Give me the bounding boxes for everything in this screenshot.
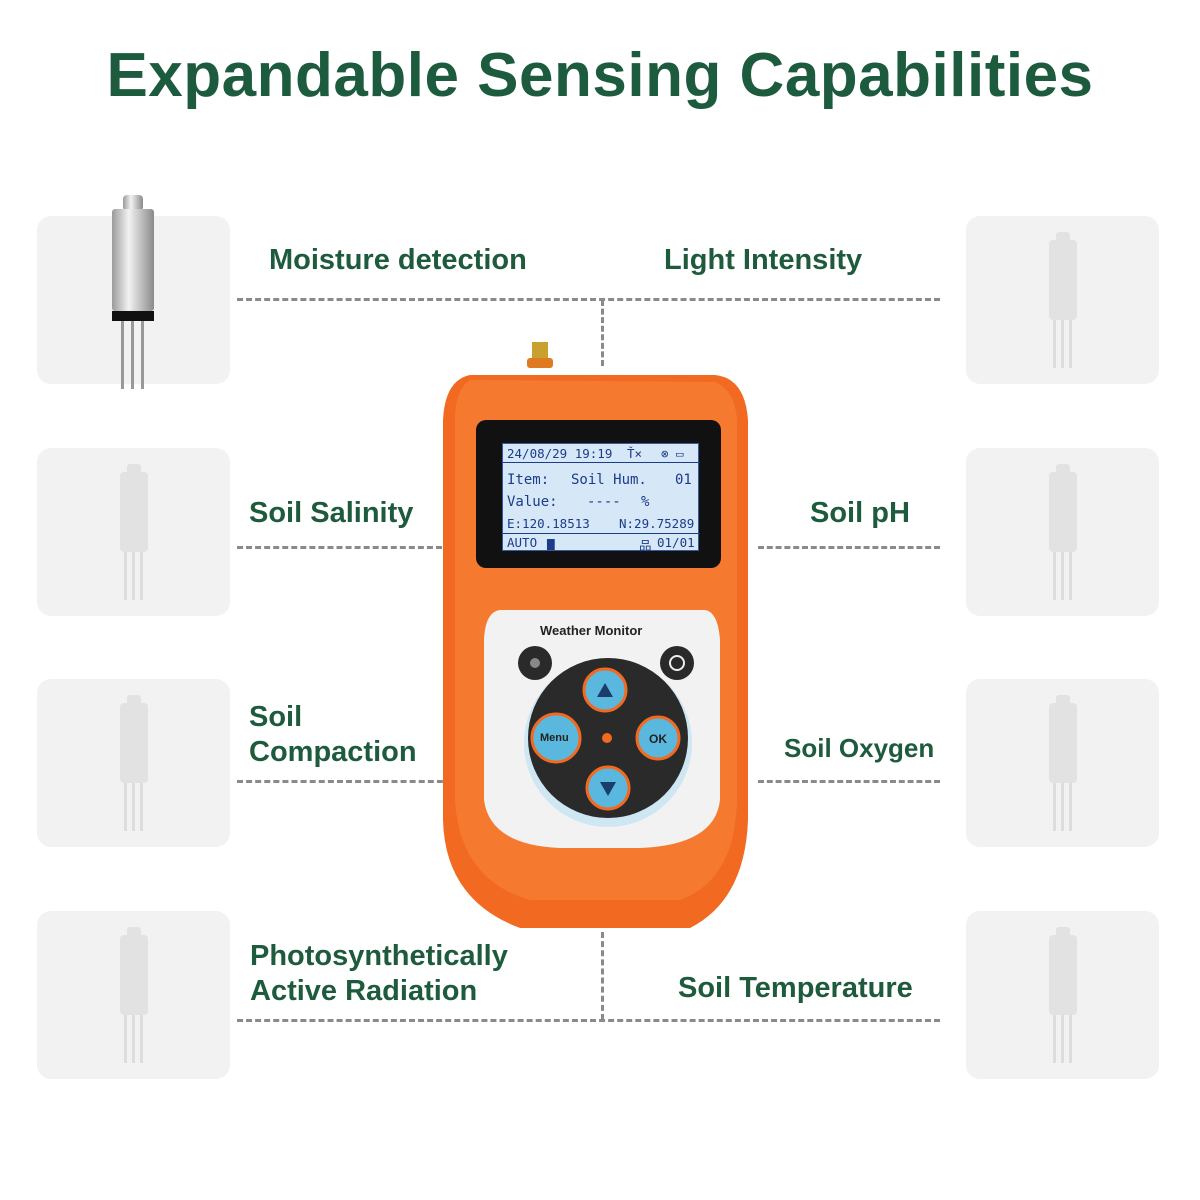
network-icon: 品 <box>639 538 652 553</box>
menu-button[interactable]: Menu <box>540 732 569 744</box>
probe-icon <box>119 695 148 831</box>
device-brand: Weather Monitor <box>540 623 643 638</box>
probe-icon <box>1048 232 1077 368</box>
moisture-sensor-image <box>112 195 154 389</box>
screen-value: ---- <box>587 494 621 510</box>
connector-line <box>237 780 452 783</box>
screen-datetime: 24/08/29 19:19 <box>507 446 613 461</box>
connector-line <box>601 932 604 1020</box>
screen-mode: AUTO <box>507 535 538 550</box>
label-moisture: Moisture detection <box>269 244 527 276</box>
signal-icon: Ť× <box>627 446 643 461</box>
connector-line <box>758 780 940 783</box>
sensor-card-par <box>37 911 230 1079</box>
sensor-card-oxygen <box>966 679 1159 847</box>
probe-icon <box>1048 464 1077 600</box>
ok-button[interactable]: OK <box>649 732 667 746</box>
screen-north: N:29.75289 <box>619 516 695 531</box>
page-title: Expandable Sensing Capabilities <box>106 41 1094 110</box>
connector-line <box>601 300 604 366</box>
screen-item-label: Item: <box>507 472 550 488</box>
label-ph: Soil pH <box>810 497 910 529</box>
lcd-screen: 24/08/29 19:19 Ť× ⊗ ▭ Item: Soil Hum. 01… <box>502 443 700 553</box>
label-oxygen: Soil Oxygen <box>784 733 935 763</box>
label-temperature: Soil Temperature <box>678 972 913 1004</box>
connector-line <box>237 298 940 301</box>
probe-icon <box>119 464 148 600</box>
screen-item-value: Soil Hum. <box>571 472 647 488</box>
connector-line <box>237 1019 940 1022</box>
screen-value-label: Value: <box>507 494 558 510</box>
label-compaction-1: Soil <box>249 701 303 733</box>
screen-page: 01/01 <box>657 535 695 550</box>
probe-icon <box>119 927 148 1063</box>
sd-card-icon: ▆ <box>547 535 555 550</box>
label-salinity: Soil Salinity <box>249 497 414 529</box>
sensor-card-ph <box>966 448 1159 616</box>
sensor-card-light <box>966 216 1159 384</box>
connector-line <box>758 546 940 549</box>
label-par-1: Photosynthetically <box>250 940 508 972</box>
sensor-card-temperature <box>966 911 1159 1079</box>
screen-item-no: 01 <box>675 472 692 488</box>
label-light: Light Intensity <box>664 244 863 276</box>
label-compaction-2: Compaction <box>249 736 417 768</box>
battery-icon: ⊗ ▭ <box>661 446 684 461</box>
sensor-card-compaction <box>37 679 230 847</box>
sensor-card-salinity <box>37 448 230 616</box>
probe-icon <box>1048 927 1077 1063</box>
screen-unit: % <box>641 494 650 510</box>
screen-east: E:120.18513 <box>507 516 590 531</box>
probe-icon <box>1048 695 1077 831</box>
label-par-2: Active Radiation <box>250 975 478 1007</box>
connector-line <box>237 546 442 549</box>
